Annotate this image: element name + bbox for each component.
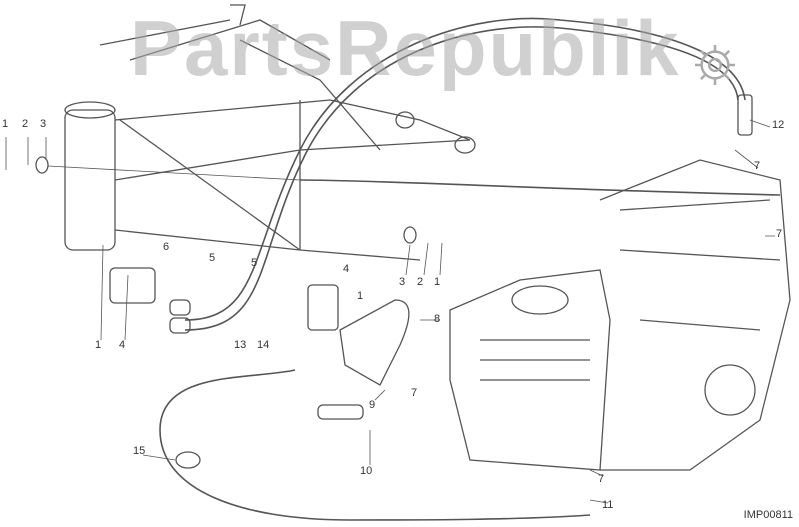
- callout-12: 12: [772, 119, 785, 131]
- callout-5: 5: [209, 252, 216, 264]
- callout-3: 3: [40, 118, 47, 130]
- callout-8: 8: [434, 313, 441, 325]
- diagram-code: IMP00811: [743, 509, 793, 521]
- callout-1: 1: [357, 290, 364, 302]
- callout-7: 7: [776, 228, 783, 240]
- callout-7: 7: [598, 473, 605, 485]
- callout-7: 7: [411, 387, 418, 399]
- callout-1: 1: [2, 118, 9, 130]
- callout-10: 10: [360, 465, 373, 477]
- callout-2: 2: [417, 276, 424, 288]
- frame: [64, 4, 476, 261]
- callout-2: 2: [22, 118, 29, 130]
- gear-icon: [695, 45, 735, 85]
- callout-3: 3: [399, 276, 406, 288]
- callout-1: 1: [434, 276, 441, 288]
- callout-9: 9: [369, 399, 376, 411]
- callout-7: 7: [754, 160, 761, 172]
- leader-lines: [5, 119, 775, 504]
- callout-11: 11: [602, 499, 614, 511]
- callout-14: 14: [257, 339, 270, 351]
- coils: [35, 94, 753, 469]
- watermark: PartsRepublik: [130, 4, 681, 92]
- callout-13: 13: [234, 339, 247, 351]
- hv-cables: [159, 17, 781, 521]
- engine: [449, 159, 791, 471]
- callout-1: 1: [95, 339, 102, 351]
- callout-15: 15: [133, 445, 146, 457]
- callout-6: 6: [163, 241, 170, 253]
- callout-4: 4: [343, 263, 350, 275]
- callout-4: 4: [119, 339, 126, 351]
- callout-5: 5: [251, 257, 258, 269]
